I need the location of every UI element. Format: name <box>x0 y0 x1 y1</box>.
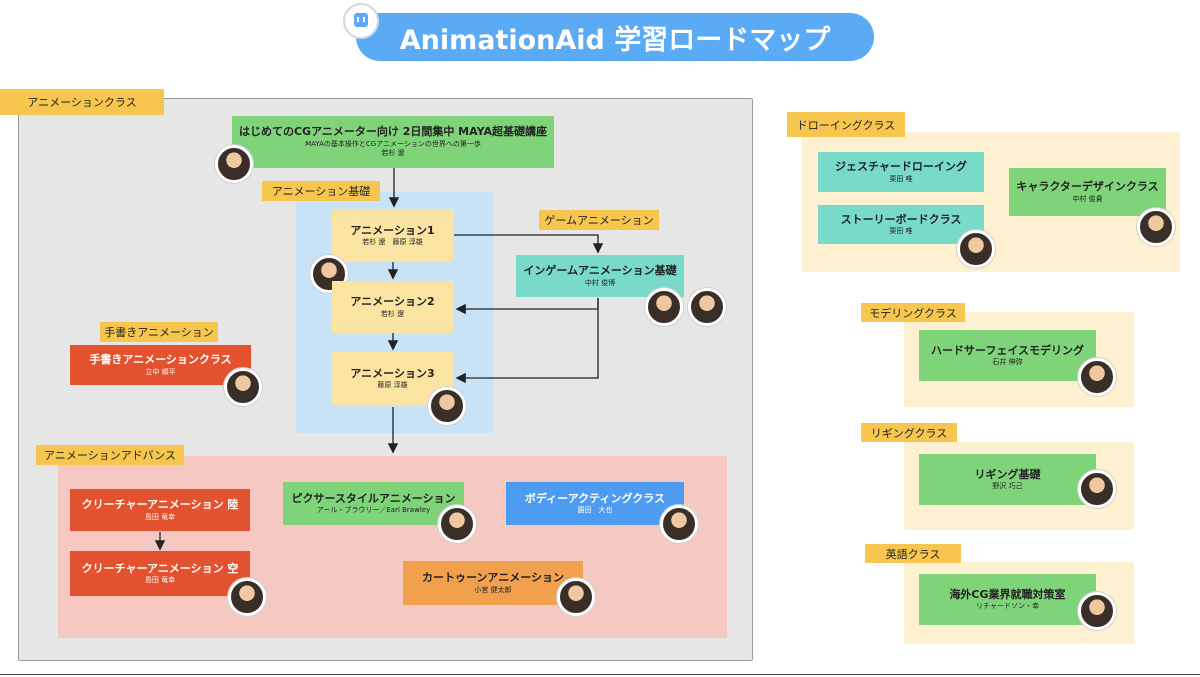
modeling-class-tag: モデリングクラス <box>861 303 965 322</box>
instructor-avatar <box>957 230 995 268</box>
animation-advance-tag: アニメーションアドバンス <box>36 445 184 465</box>
instructor-avatar <box>688 288 726 326</box>
instructor-avatar <box>228 578 266 616</box>
course-instructor: 若杉 遼 <box>381 149 405 158</box>
course-title: 海外CG業界就職対策室 <box>949 587 1066 601</box>
course-instructor: 小宮 健太郎 <box>474 585 512 594</box>
course-character-design[interactable]: キャラクターデザインクラス 中村 俊貴 <box>1009 168 1166 216</box>
course-title: カートゥーンアニメーション <box>421 571 564 585</box>
course-instructor: 中村 俊博 <box>584 278 616 287</box>
course-instructor: 島田 竜幸 <box>144 576 176 585</box>
course-title: ストーリーボードクラス <box>840 212 962 226</box>
instructor-avatar <box>438 505 476 543</box>
instructor-avatar <box>645 288 683 326</box>
english-class-tag: 英語クラス <box>865 544 961 563</box>
course-hard-surface[interactable]: ハードサーフェイスモデリング 石井 伸弥 <box>919 330 1096 381</box>
instructor-avatar <box>1078 358 1116 396</box>
bottom-divider <box>0 674 1200 675</box>
course-instructor: 若杉 遼 藤原 淳雄 <box>362 238 423 247</box>
course-animation-1[interactable]: アニメーション1 若杉 遼 藤原 淳雄 <box>332 209 453 262</box>
game-animation-tag: ゲームアニメーション <box>539 210 659 230</box>
course-rigging-basics[interactable]: リギング基礎 野沢 巧己 <box>919 454 1096 505</box>
instructor-avatar <box>1078 470 1116 508</box>
instructor-avatar <box>428 387 466 425</box>
course-instructor: 野沢 巧己 <box>992 482 1023 491</box>
course-gesture-drawing[interactable]: ジェスチャードローイング 栗田 唯 <box>818 152 984 192</box>
course-instructor: 立中 順平 <box>145 367 176 376</box>
course-instructor: リチャードソン・幸 <box>976 602 1039 611</box>
page-title: AnimationAid 学習ロードマップ <box>356 13 874 61</box>
instructor-avatar <box>557 578 595 616</box>
course-cartoon-animation[interactable]: カートゥーンアニメーション 小宮 健太郎 <box>403 561 583 605</box>
course-title: ピクサースタイルアニメーション <box>291 491 456 505</box>
instructor-avatar <box>1137 208 1175 246</box>
course-instructor: 園田 大也 <box>577 506 613 515</box>
course-title: はじめてのCGアニメーター向け 2日間集中 MAYA超基礎講座 <box>238 125 548 139</box>
course-hand-drawn[interactable]: 手書きアニメーションクラス 立中 順平 <box>70 345 251 385</box>
course-instructor: アール・ブラウリー／Earl Brawley <box>316 506 431 515</box>
course-instructor: 中村 俊貴 <box>1072 194 1103 203</box>
animation-basics-tag: アニメーション基礎 <box>262 181 380 201</box>
course-overseas-job[interactable]: 海外CG業界就職対策室 リチャードソン・幸 <box>919 574 1096 625</box>
course-instructor: 栗田 唯 <box>889 227 913 236</box>
course-ingame-animation[interactable]: インゲームアニメーション基礎 中村 俊博 <box>516 255 684 297</box>
course-instructor: 若杉 遼 <box>380 309 405 318</box>
drawing-class-tag: ドローイングクラス <box>787 112 905 137</box>
course-title: アニメーション3 <box>350 366 435 380</box>
course-instructor: 島田 竜幸 <box>144 512 176 521</box>
course-creature-land[interactable]: クリーチャーアニメーション 陸 島田 竜幸 <box>70 489 250 531</box>
instructor-avatar <box>660 505 698 543</box>
hand-drawn-tag: 手書きアニメーション <box>100 322 218 342</box>
course-pixar-style[interactable]: ピクサースタイルアニメーション アール・ブラウリー／Earl Brawley <box>283 482 464 525</box>
course-title: インゲームアニメーション基礎 <box>523 264 677 278</box>
course-title: 手書きアニメーションクラス <box>89 353 232 367</box>
rigging-class-tag: リギングクラス <box>861 423 957 442</box>
course-instructor: 石井 伸弥 <box>992 358 1023 367</box>
course-title: クリーチャーアニメーション 空 <box>81 561 239 575</box>
course-creature-sky[interactable]: クリーチャーアニメーション 空 島田 竜幸 <box>70 551 250 596</box>
course-title: ジェスチャードローイング <box>835 160 967 174</box>
course-subtitle: MAYAの基本操作とCGアニメーションの世界への第一歩 <box>305 140 481 149</box>
course-title: リギング基礎 <box>974 467 1041 481</box>
course-instructor: 藤原 淳雄 <box>377 381 408 390</box>
instructor-avatar <box>215 145 253 183</box>
instructor-avatar <box>224 368 262 406</box>
course-title: ハードサーフェイスモデリング <box>930 343 1084 357</box>
course-animation-2[interactable]: アニメーション2 若杉 遼 <box>332 281 453 333</box>
instructor-avatar <box>1078 592 1116 630</box>
course-title: ボディーアクティングクラス <box>524 491 666 505</box>
course-maya-basics[interactable]: はじめてのCGアニメーター向け 2日間集中 MAYA超基礎講座 MAYAの基本操… <box>232 116 554 168</box>
course-storyboard[interactable]: ストーリーボードクラス 栗田 唯 <box>818 205 984 244</box>
course-body-acting[interactable]: ボディーアクティングクラス 園田 大也 <box>506 482 684 525</box>
course-title: アニメーション2 <box>350 295 435 309</box>
instructor-avatar <box>310 255 348 293</box>
animation-class-tag: アニメーションクラス <box>0 89 164 115</box>
logo-icon <box>343 3 379 39</box>
course-instructor: 栗田 唯 <box>889 174 913 183</box>
course-title: キャラクターデザインクラス <box>1016 180 1159 194</box>
course-title: アニメーション1 <box>350 223 435 237</box>
course-title: クリーチャーアニメーション 陸 <box>81 498 239 512</box>
